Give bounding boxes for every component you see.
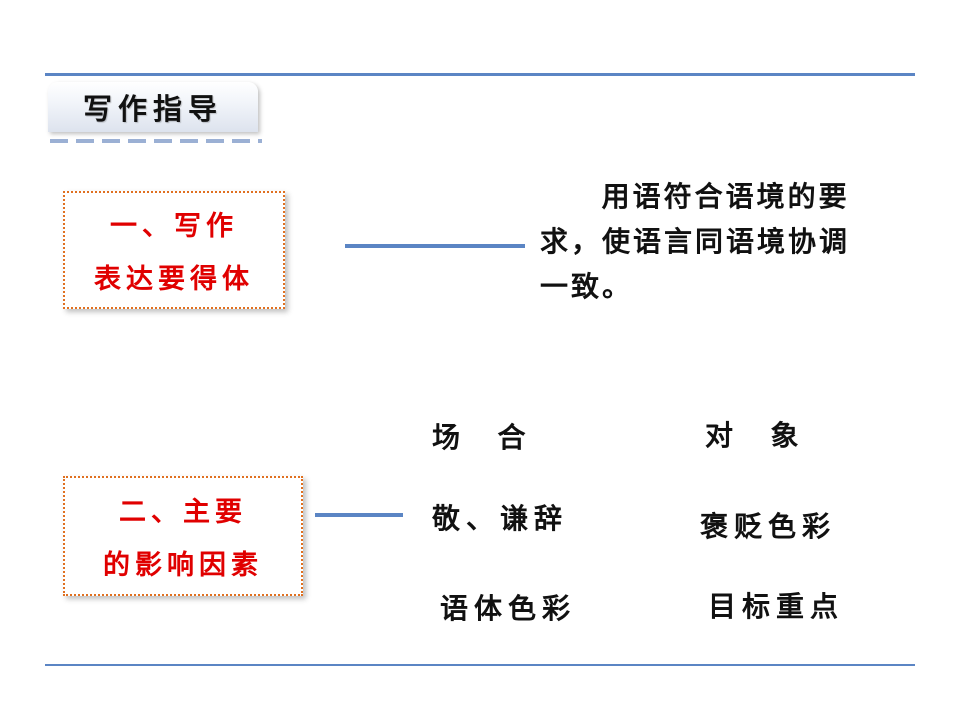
topic-box-2-line-2: 的影响因素: [103, 550, 263, 581]
factor-connotation: 褒贬色彩: [700, 510, 837, 543]
section-heading-title: 写作指导: [82, 92, 223, 126]
definition-text: 用语符合语境的要求，使语言同语境协调一致。: [540, 180, 851, 303]
bottom-rule: [45, 664, 915, 666]
top-rule: [45, 73, 915, 76]
topic-box-1-line-1: 一、写作: [110, 211, 238, 242]
connector-line-2: [315, 513, 403, 517]
connector-line-1: [345, 244, 525, 248]
definition-text-block: 用语符合语境的要求，使语言同语境协调一致。: [540, 174, 880, 309]
topic-box-1: 一、写作 表达要得体: [63, 191, 285, 309]
factor-register: 语体色彩: [440, 592, 577, 625]
heading-dashed-underline: [50, 139, 262, 143]
factor-audience: 对 象: [705, 419, 805, 452]
section-heading-tab: 写作指导: [48, 82, 258, 132]
factor-occasion: 场 合: [432, 421, 532, 454]
factor-honorifics: 敬、谦辞: [432, 502, 569, 535]
topic-box-2: 二、主要 的影响因素: [63, 476, 303, 596]
factor-purpose: 目标重点: [708, 590, 845, 623]
topic-box-1-line-2: 表达要得体: [94, 264, 254, 295]
topic-box-2-line-1: 二、主要: [119, 497, 247, 528]
